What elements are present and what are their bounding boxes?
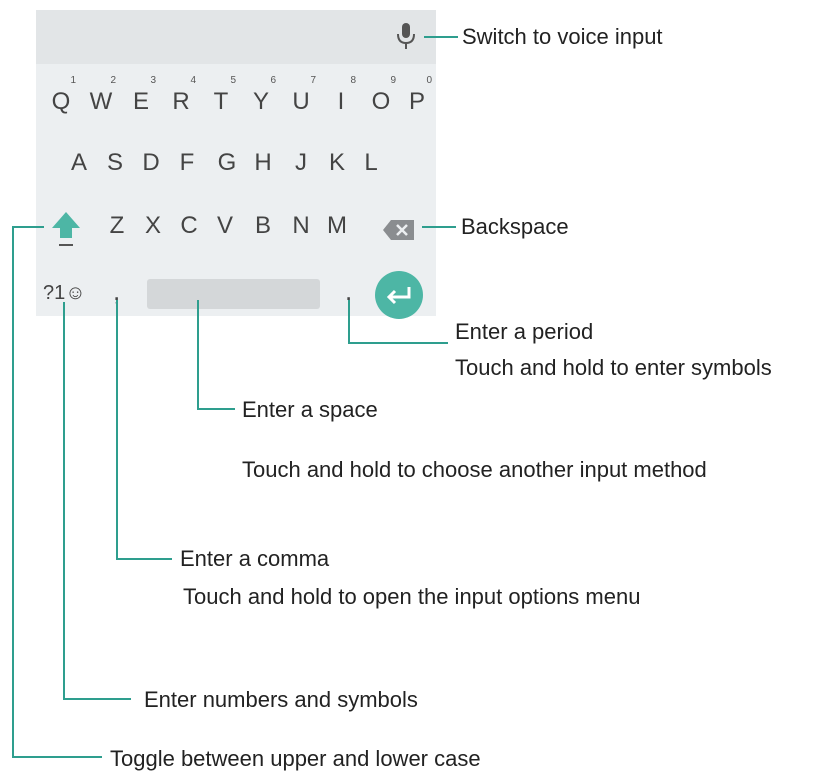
numbers-callout-label: Enter numbers and symbols bbox=[144, 687, 418, 712]
space-bar[interactable] bbox=[147, 279, 320, 309]
key-letter: P bbox=[408, 88, 425, 115]
voice-callout-label: Switch to voice input bbox=[462, 24, 663, 49]
space-callout-line-h bbox=[197, 408, 235, 410]
key-hint-number: 4 bbox=[190, 75, 196, 86]
shift-callout-line-v bbox=[12, 226, 14, 758]
key-z[interactable]: Z bbox=[109, 212, 125, 239]
key-letter: W bbox=[89, 88, 113, 115]
enter-arrow-icon bbox=[386, 287, 411, 305]
key-hint-number: 6 bbox=[270, 75, 276, 86]
key-hint-number: 1 bbox=[70, 75, 76, 86]
shift-arrow-icon[interactable] bbox=[48, 208, 84, 252]
comma-callout-line-v bbox=[116, 300, 118, 560]
key-x[interactable]: X bbox=[144, 212, 161, 239]
key-letter: U bbox=[292, 88, 310, 115]
comma-callout-sublabel: Touch and hold to open the input options… bbox=[183, 584, 641, 609]
space-callout-sublabel: Touch and hold to choose another input m… bbox=[242, 457, 707, 482]
key-l[interactable]: L bbox=[364, 149, 378, 176]
key-letter: O bbox=[371, 88, 391, 115]
key-f[interactable]: F bbox=[179, 149, 195, 176]
shift-callout-label: Toggle between upper and lower case bbox=[110, 746, 481, 771]
comma-key[interactable]: , bbox=[113, 276, 121, 306]
key-m[interactable]: M bbox=[327, 212, 347, 239]
comma-callout-label: Enter a comma bbox=[180, 546, 330, 571]
shift-callout-line-h bbox=[12, 756, 102, 758]
period-callout-line-h bbox=[348, 342, 448, 344]
backspace-callout-line bbox=[422, 226, 456, 228]
key-h[interactable]: H bbox=[254, 149, 272, 176]
backspace-icon[interactable] bbox=[382, 218, 416, 242]
key-c[interactable]: C bbox=[180, 212, 198, 239]
key-d[interactable]: D bbox=[142, 149, 160, 176]
key-hint-number: 9 bbox=[390, 75, 396, 86]
key-hint-number: 2 bbox=[110, 75, 116, 86]
microphone-icon[interactable] bbox=[395, 22, 417, 52]
numbers-callout-line-h bbox=[63, 698, 131, 700]
key-hint-number: 5 bbox=[230, 75, 236, 86]
symbols-key[interactable]: ?1☺ bbox=[43, 282, 86, 304]
key-a[interactable]: A bbox=[70, 149, 87, 176]
key-j[interactable]: J bbox=[295, 149, 307, 176]
key-letter: Y bbox=[252, 88, 269, 115]
keyboard-top-bar bbox=[36, 10, 436, 64]
period-callout-line-v bbox=[348, 300, 350, 344]
key-v[interactable]: V bbox=[216, 212, 233, 239]
key-letter: I bbox=[337, 88, 345, 115]
period-callout-label: Enter a period bbox=[455, 319, 594, 344]
key-hint-number: 8 bbox=[350, 75, 356, 86]
key-b[interactable]: B bbox=[254, 212, 271, 239]
shift-callout-line-short bbox=[12, 226, 44, 228]
key-g[interactable]: G bbox=[217, 149, 237, 176]
key-hint-number: 3 bbox=[150, 75, 156, 86]
backspace-callout-label: Backspace bbox=[461, 214, 569, 239]
key-letter: E bbox=[132, 88, 149, 115]
voice-callout-line bbox=[424, 36, 458, 38]
key-hint-number: 0 bbox=[426, 75, 432, 86]
enter-key[interactable] bbox=[375, 271, 423, 319]
period-key[interactable]: . bbox=[345, 276, 353, 306]
key-hint-number: 7 bbox=[310, 75, 316, 86]
key-letter: T bbox=[213, 88, 229, 115]
numbers-callout-line-v bbox=[63, 302, 65, 700]
comma-callout-line-h bbox=[116, 558, 172, 560]
space-callout-label: Enter a space bbox=[242, 397, 378, 422]
space-callout-line-v bbox=[197, 300, 199, 410]
key-letter: Q bbox=[51, 88, 71, 115]
key-k[interactable]: K bbox=[328, 149, 345, 176]
key-letter: R bbox=[172, 88, 190, 115]
period-callout-sublabel: Touch and hold to enter symbols bbox=[455, 355, 772, 380]
key-n[interactable]: N bbox=[292, 212, 310, 239]
key-s[interactable]: S bbox=[106, 149, 123, 176]
